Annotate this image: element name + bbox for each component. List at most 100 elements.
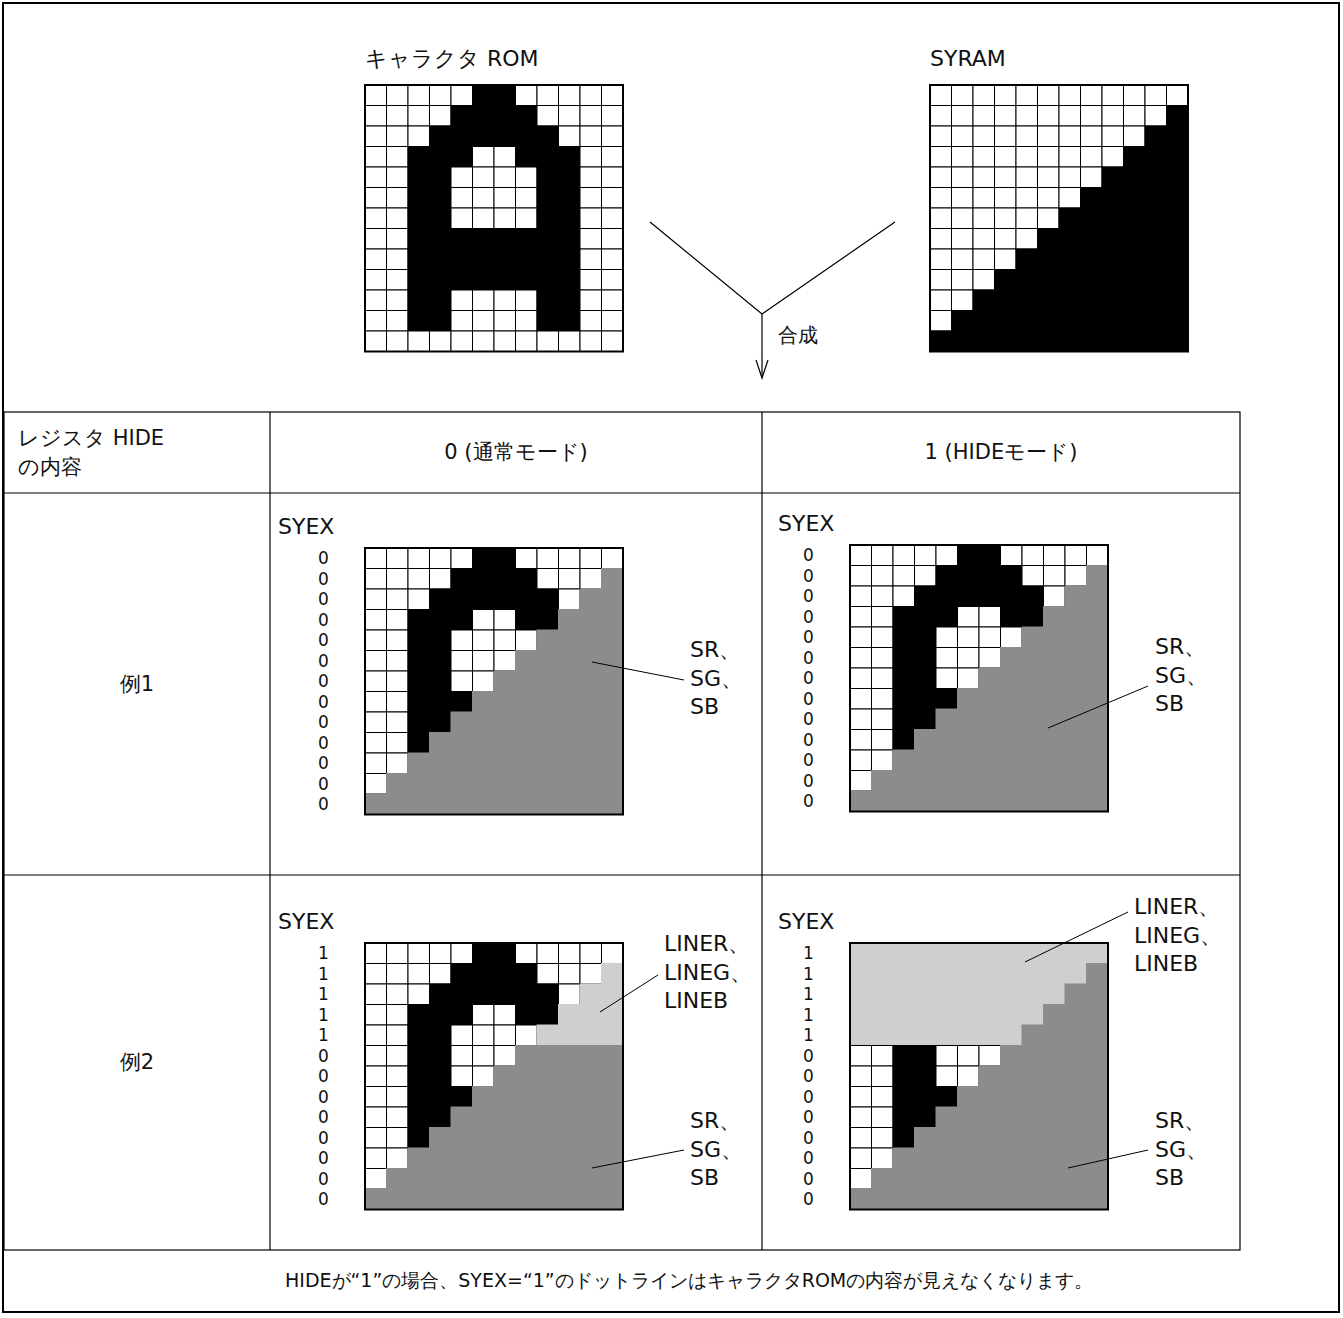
grid-dot xyxy=(559,1128,581,1149)
grid-dot xyxy=(494,229,516,250)
grid-dot xyxy=(1102,208,1124,229)
grid-dot xyxy=(537,126,559,147)
grid-dot xyxy=(915,730,937,751)
grid-dot xyxy=(936,964,958,985)
grid-dot xyxy=(494,671,516,692)
grid-dot xyxy=(365,1025,387,1046)
grid-dot xyxy=(408,712,430,733)
grid-dot xyxy=(958,964,980,985)
grid-dot xyxy=(602,569,624,590)
grid-dot xyxy=(537,1169,559,1190)
grid-dot xyxy=(979,607,1001,628)
grid-dot xyxy=(1044,791,1066,812)
grid-dot xyxy=(387,1169,409,1190)
leader-line xyxy=(1048,686,1148,728)
grid-dot xyxy=(537,188,559,209)
grid-dot xyxy=(958,627,980,648)
grid-dot xyxy=(1044,689,1066,710)
grid-dot xyxy=(451,188,473,209)
grid-dot xyxy=(1167,208,1189,229)
grid-dot xyxy=(537,167,559,188)
grid-dot xyxy=(516,548,538,569)
grid-dot xyxy=(602,1005,624,1026)
grid-dot xyxy=(408,270,430,291)
grid-dot xyxy=(580,589,602,610)
grid-dot xyxy=(1087,1107,1109,1128)
grid-dot xyxy=(408,589,430,610)
grid-dot xyxy=(365,1066,387,1087)
grid-dot xyxy=(537,630,559,651)
grid-dot xyxy=(1044,648,1066,669)
grid-dot xyxy=(1059,106,1081,127)
grid-dot xyxy=(979,771,1001,792)
grid-dot xyxy=(958,1128,980,1149)
cell-text: 0 (通常モード) xyxy=(444,438,587,466)
note-text: HIDEが“1”の場合、SYEX=“1”のドットラインはキャラクタROMの内容が… xyxy=(285,1268,1093,1293)
grid-dot xyxy=(387,167,409,188)
grid-dot xyxy=(979,943,1001,964)
grid-dot xyxy=(1038,270,1060,291)
grid-dot xyxy=(559,692,581,713)
grid-dot xyxy=(537,712,559,733)
grid-dot xyxy=(473,85,495,106)
grid-dot xyxy=(1102,106,1124,127)
grid-dot xyxy=(408,229,430,250)
grid-dot xyxy=(473,610,495,631)
grid-dot xyxy=(936,1046,958,1067)
grid-dot xyxy=(408,1025,430,1046)
grid-dot xyxy=(451,548,473,569)
grid-dot xyxy=(365,311,387,332)
grid-dot xyxy=(430,692,452,713)
grid-dot xyxy=(1124,188,1146,209)
grid-dot xyxy=(408,630,430,651)
grid-dot xyxy=(580,290,602,311)
grid-dot xyxy=(494,712,516,733)
grid-dot xyxy=(893,1066,915,1087)
grid-dot xyxy=(430,630,452,651)
grid-dot xyxy=(893,964,915,985)
grid-dot xyxy=(936,943,958,964)
grid-dot xyxy=(602,167,624,188)
grid-dot xyxy=(1022,730,1044,751)
grid-dot xyxy=(451,270,473,291)
grid-dot xyxy=(936,648,958,669)
grid-dot xyxy=(451,753,473,774)
grid-dot xyxy=(451,1087,473,1108)
grid-dot xyxy=(451,229,473,250)
grid-dot xyxy=(915,1025,937,1046)
grid-dot xyxy=(365,589,387,610)
grid-dot xyxy=(1087,1005,1109,1026)
grid-dot xyxy=(602,964,624,985)
grid-dot xyxy=(365,106,387,127)
grid-dot xyxy=(958,730,980,751)
grid-dot xyxy=(995,229,1017,250)
grid-dot xyxy=(995,208,1017,229)
grid-dot xyxy=(1001,607,1023,628)
grid-dot xyxy=(537,692,559,713)
grid-dot xyxy=(559,1087,581,1108)
grid-dot xyxy=(973,270,995,291)
grid-dot xyxy=(995,188,1017,209)
grid-dot xyxy=(602,692,624,713)
grid-dot xyxy=(1087,689,1109,710)
grid-dot xyxy=(451,85,473,106)
grid-dot xyxy=(430,943,452,964)
grid-border xyxy=(850,943,1108,1210)
grid-dot xyxy=(952,147,974,168)
composite-grid xyxy=(850,943,1108,1210)
grid-dot xyxy=(430,1148,452,1169)
grid-dot xyxy=(430,249,452,270)
grid-dot xyxy=(1044,586,1066,607)
grid-dot xyxy=(408,671,430,692)
grid-dot xyxy=(559,1066,581,1087)
grid-dot xyxy=(1145,167,1167,188)
grid-dot xyxy=(872,1046,894,1067)
grid-dot xyxy=(494,311,516,332)
grid-dot xyxy=(365,1148,387,1169)
grid-dot xyxy=(1001,750,1023,771)
grid-dot xyxy=(1087,545,1109,566)
grid-dot xyxy=(952,270,974,291)
grid-dot xyxy=(580,1066,602,1087)
grid-dot xyxy=(580,671,602,692)
grid-dot xyxy=(979,1169,1001,1190)
